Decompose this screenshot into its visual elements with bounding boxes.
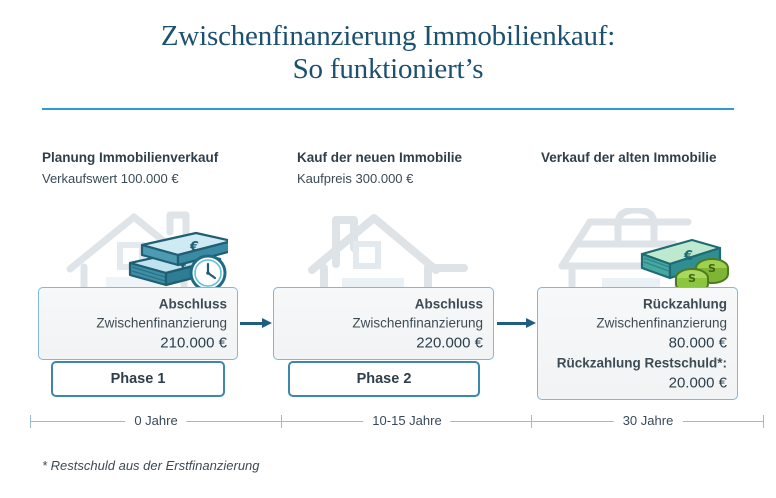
timeline-tick-right — [531, 415, 532, 428]
timeline-tick-right — [763, 415, 764, 428]
timeline-tick-left — [30, 415, 31, 428]
svg-text:€: € — [179, 258, 189, 273]
page-title-line-2: So funktioniert’s — [292, 53, 484, 85]
arrow-shaft — [240, 322, 263, 325]
finance-card-3-line-2: Zwischenfinanzierung — [596, 315, 727, 330]
finance-card-1-lines: Abschluss Zwischenfinanzierung 210.000 € — [96, 294, 227, 353]
column-heading-2-title: Kauf der neuen Immobilie — [297, 150, 463, 165]
column-heading-2-subtitle: Kaufpreis 300.000 € — [297, 171, 414, 186]
finance-card-1-amount: 210.000 € — [160, 334, 227, 351]
money-clock-icon: € € — [124, 229, 228, 293]
footnote: * Restschuld aus der Erstfinanzierung — [42, 458, 260, 473]
column-heading-2: Kauf der neuen Immobilie Kaufpreis 300.0… — [297, 150, 462, 186]
timeline-label-1: 0 Jahre — [125, 410, 187, 432]
arrow-card2-to-card3-icon — [497, 318, 536, 329]
finance-card-3-line-4: Rückzahlung Restschuld*: — [556, 355, 727, 370]
svg-text:S: S — [688, 272, 696, 285]
finance-card-2-amount: 220.000 € — [416, 334, 483, 351]
column-heading-1: Planung Immobilienverkauf Verkaufswert 1… — [42, 150, 218, 186]
svg-text:€: € — [683, 249, 693, 264]
timeline-segment-3: 30 Jahre — [532, 410, 764, 432]
timeline-tick-right — [281, 415, 282, 428]
finance-card-3: Rückzahlung Zwischenfinanzierung 80.000 … — [537, 287, 738, 400]
finance-card-2-line-1: Abschluss — [414, 296, 483, 311]
finance-card-2-lines: Abschluss Zwischenfinanzierung 220.000 € — [352, 294, 483, 353]
finance-card-3-amount-2: 20.000 € — [668, 374, 727, 391]
title-divider — [42, 108, 734, 110]
page-title: Zwischenfinanzierung Immobilienkauf: So … — [0, 20, 776, 86]
arrow-shaft — [497, 322, 527, 325]
column-heading-1-subtitle: Verkaufswert 100.000 € — [42, 171, 179, 186]
finance-card-2: Abschluss Zwischenfinanzierung 220.000 € — [273, 287, 494, 360]
phase-box-1: Phase 1 — [51, 361, 225, 397]
timeline-label-3: 30 Jahre — [613, 410, 683, 432]
timeline-label-2: 10-15 Jahre — [363, 410, 451, 432]
phase-box-2-label: Phase 2 — [356, 371, 412, 387]
finance-card-3-line-1: Rückzahlung — [642, 296, 727, 311]
finance-card-3-amount-1: 80.000 € — [668, 334, 727, 351]
finance-card-1-line-1: Abschluss — [158, 296, 227, 311]
finance-card-3-lines: Rückzahlung Zwischenfinanzierung 80.000 … — [557, 294, 727, 393]
page-title-line-1: Zwischenfinanzierung Immobilienkauf: — [160, 20, 616, 52]
timeline-segment-1: 0 Jahre — [30, 410, 282, 432]
money-coins-icon: € S S — [638, 234, 734, 294]
finance-card-2-line-2: Zwischenfinanzierung — [352, 315, 483, 330]
phase-box-2: Phase 2 — [288, 361, 480, 397]
column-heading-3: Verkauf der alten Immobilie — [541, 150, 717, 171]
column-heading-3-title: Verkauf der alten Immobilie — [541, 150, 717, 165]
arrow-head — [262, 318, 272, 328]
arrow-card1-to-card2-icon — [240, 318, 272, 329]
timeline-segment-2: 10-15 Jahre — [282, 410, 532, 432]
svg-text:€: € — [189, 240, 199, 255]
svg-text:S: S — [708, 262, 716, 275]
finance-card-1-line-2: Zwischenfinanzierung — [96, 315, 227, 330]
arrow-head — [526, 318, 536, 328]
phase-box-1-label: Phase 1 — [110, 371, 166, 387]
finance-card-1: Abschluss Zwischenfinanzierung 210.000 € — [38, 287, 238, 360]
column-heading-1-title: Planung Immobilienverkauf — [42, 150, 219, 165]
